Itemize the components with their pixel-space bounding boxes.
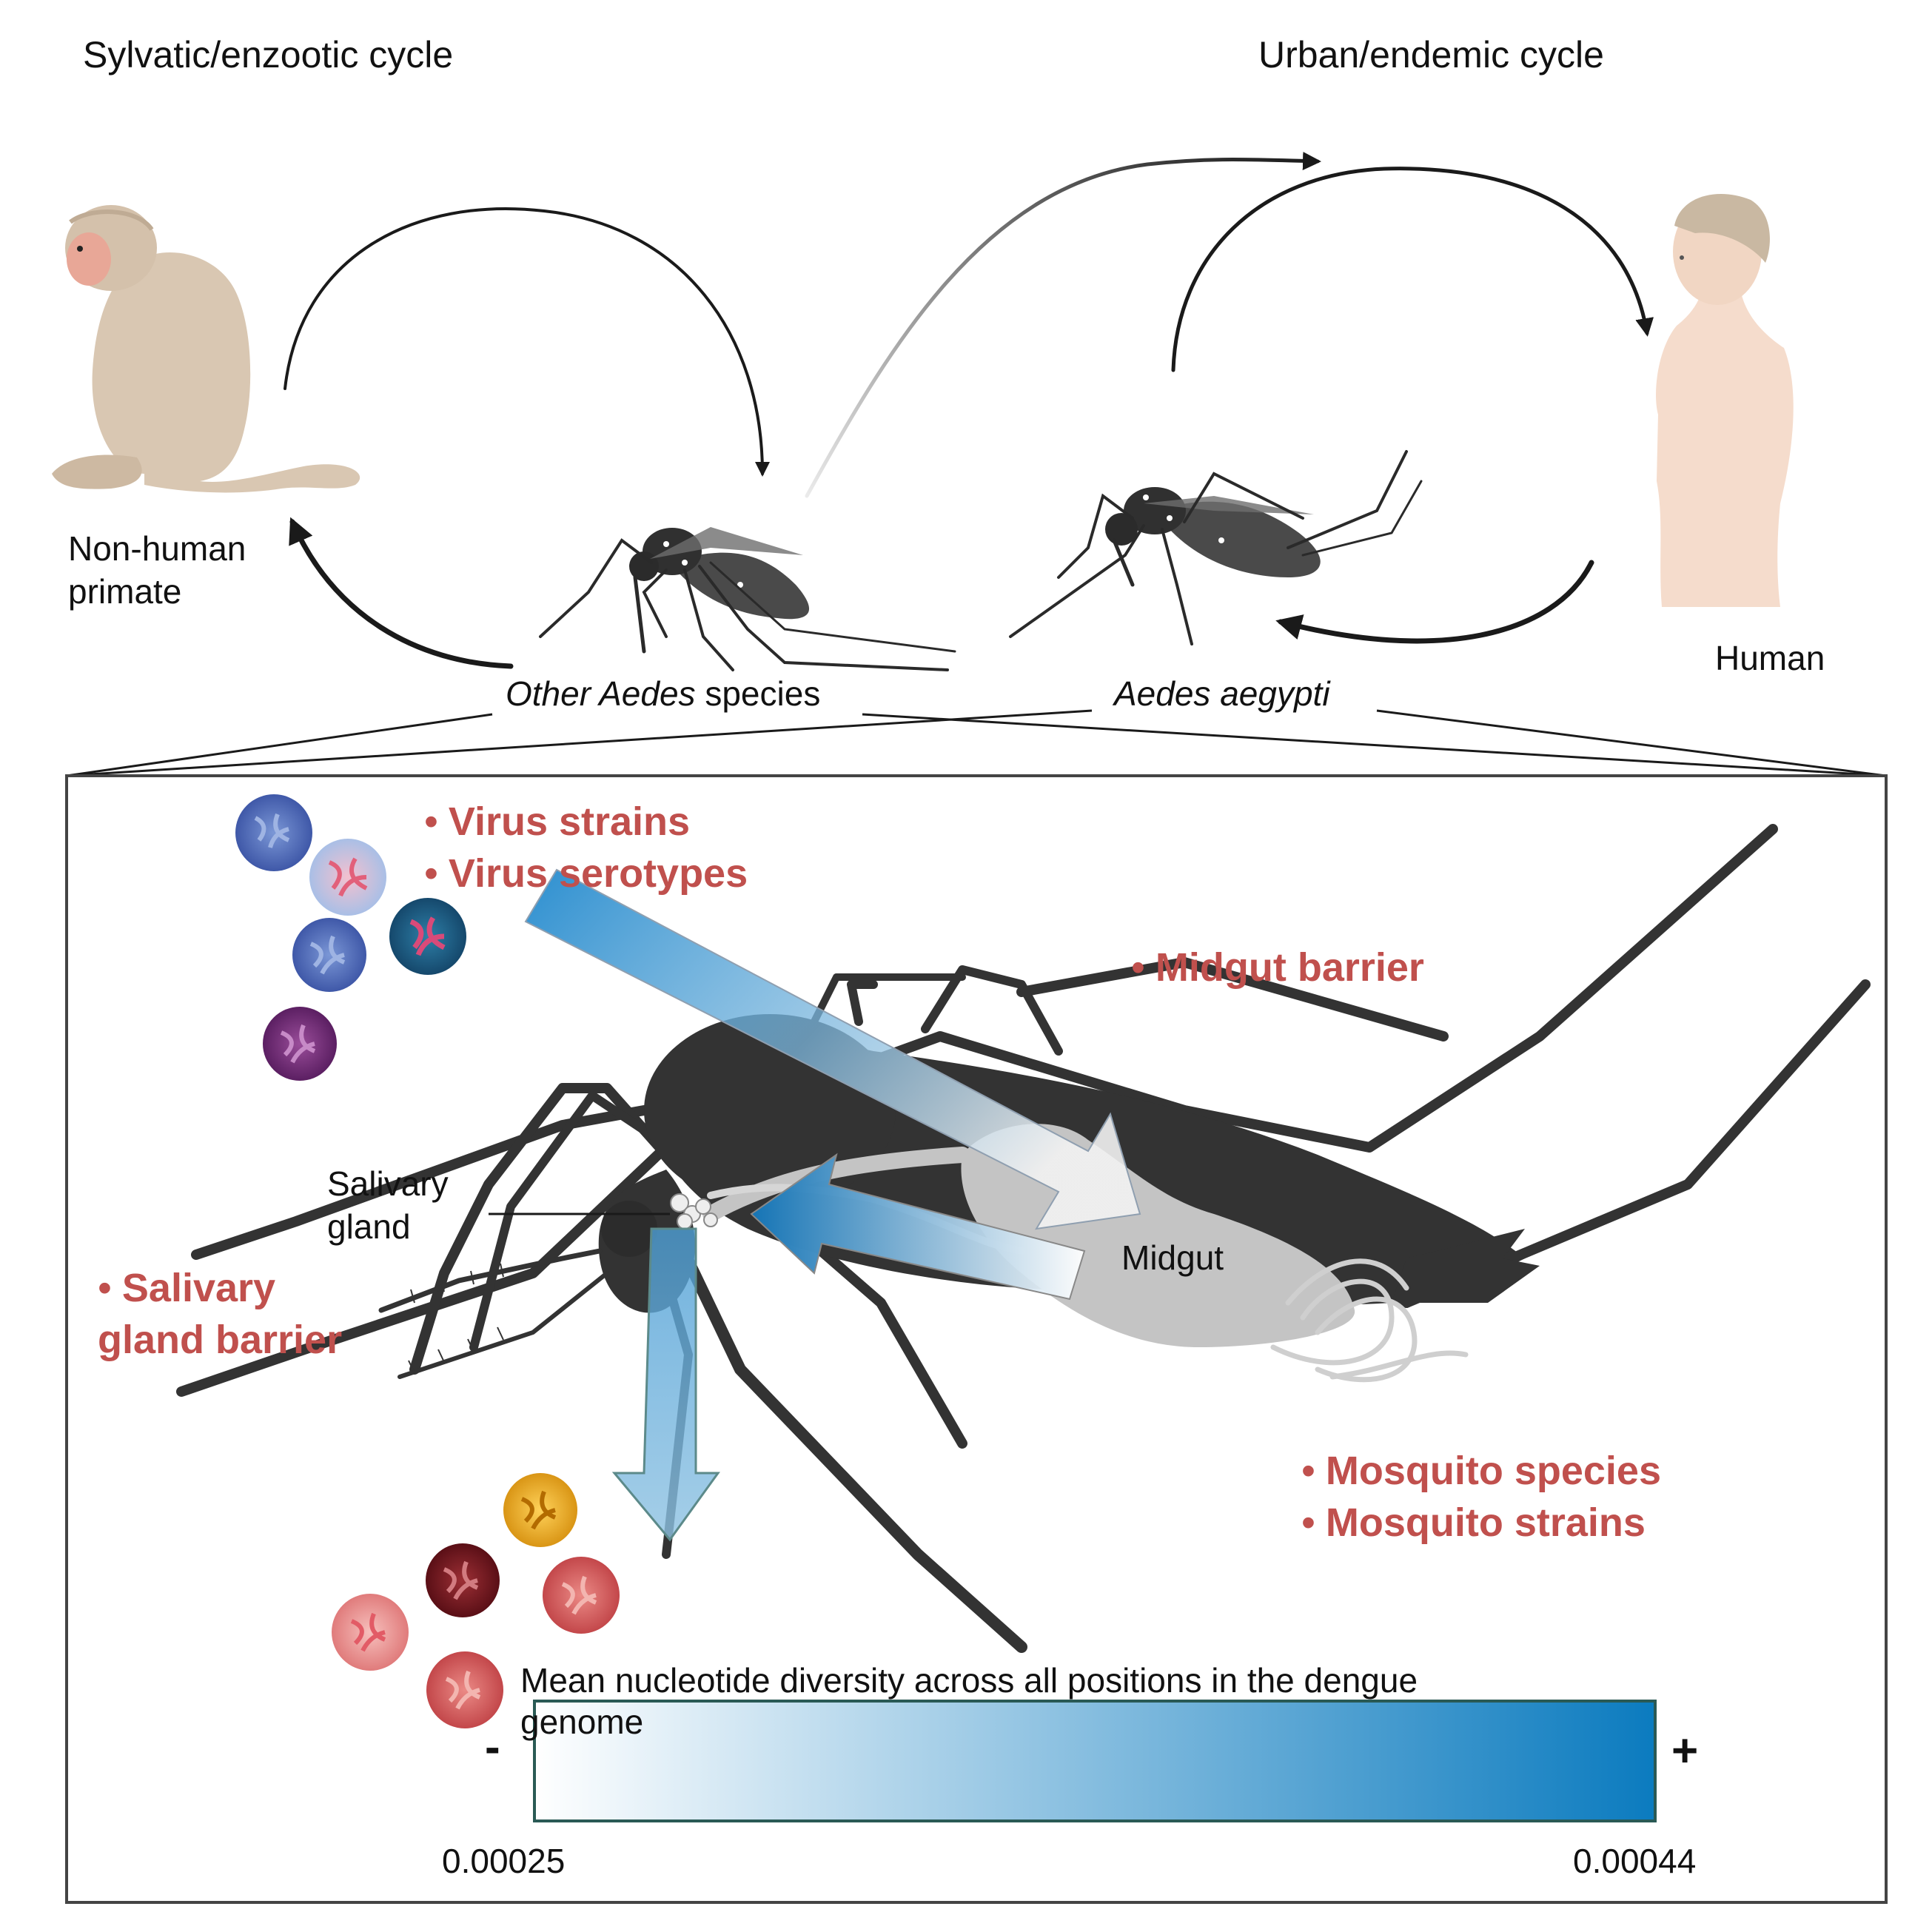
- virus-particle-icon: [389, 898, 466, 975]
- virus-particle-icon: [292, 918, 366, 992]
- virus-particles-input: [235, 794, 466, 1081]
- other-aedes-label: Other Aedes species: [506, 674, 821, 713]
- salivary-gland-label: Salivary gland: [327, 1164, 449, 1246]
- diversity-gradient-bar: [533, 1700, 1657, 1822]
- mosquito-icon-aedes-aegypti: [1009, 450, 1423, 645]
- midgut-label: Midgut: [1121, 1238, 1224, 1277]
- virus-particle-icon: [426, 1651, 503, 1728]
- monkey-icon: [52, 205, 360, 493]
- virus-particles-output: [332, 1473, 620, 1728]
- zoom-frame: [65, 774, 1888, 1904]
- sylvatic-cycle-title: Sylvatic/enzootic cycle: [83, 34, 454, 76]
- virus-particle-icon: [503, 1473, 577, 1547]
- human-icon: [1656, 194, 1794, 607]
- zoom-lines: [66, 709, 1887, 777]
- aedes-aegypti-label: Aedes aegypti: [1114, 674, 1330, 713]
- virus-particle-icon: [235, 794, 312, 871]
- mosquito-factors: •Mosquito species •Mosquito strains: [1301, 1449, 1661, 1545]
- mosquito-icon-other-aedes: [539, 527, 956, 671]
- virus-particle-icon: [543, 1557, 620, 1634]
- virus-factors: •Virus strains •Virus serotypes: [424, 799, 748, 896]
- primate-label: Non-human primate: [68, 529, 246, 611]
- virus-particle-icon: [426, 1543, 500, 1617]
- legend-min-value: 0.00025: [442, 1842, 566, 1880]
- midgut-infection-arrow: [524, 868, 1141, 1230]
- urban-cycle-arrows: [805, 152, 1654, 644]
- salivary-gland-barrier-factor: •Salivary gland barrier: [98, 1266, 343, 1362]
- saliva-transmission-arrow: [611, 1227, 720, 1542]
- midgut-escape-arrow: [750, 1153, 1086, 1301]
- virus-particle-icon: [263, 1007, 337, 1081]
- large-mosquito-icon: [176, 824, 1871, 1653]
- virus-particle-icon: [332, 1594, 409, 1671]
- legend-plus-sign: +: [1671, 1725, 1699, 1777]
- legend-minus-sign: -: [485, 1722, 500, 1773]
- sylvatic-cycle-arrows: [284, 207, 770, 669]
- legend-title: Mean nucleotide diversity across all pos…: [520, 1661, 1418, 1741]
- urban-cycle-title: Urban/endemic cycle: [1258, 34, 1604, 76]
- virus-particle-icon: [309, 839, 386, 916]
- human-label: Human: [1715, 639, 1825, 677]
- legend-max-value: 0.00044: [1573, 1842, 1697, 1880]
- midgut-barrier-factor: •Midgut barrier: [1131, 945, 1424, 990]
